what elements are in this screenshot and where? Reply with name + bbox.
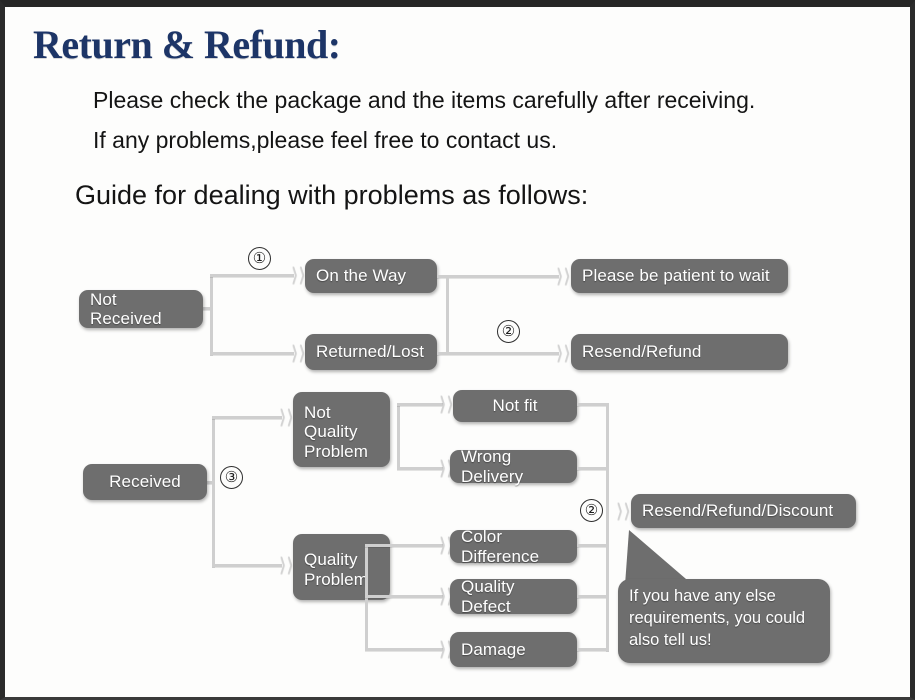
connector-received-stem (207, 481, 215, 484)
node-please-be-patient-label: Please be patient to wait (582, 266, 770, 286)
arrow-icon-to-quality-problem: ⟩⟩ (279, 554, 294, 576)
node-damage-label: Damage (461, 639, 526, 659)
intro-line-2: If any problems,please feel free to cont… (93, 127, 558, 153)
node-not-quality-problem: Not Quality Problem (293, 392, 390, 467)
speech-bubble-line-2: requirements, you could (629, 608, 806, 627)
node-quality-defect: Quality Defect (450, 577, 577, 616)
node-not-quality-problem-line-1: Not (304, 403, 331, 423)
connector-on-the-way-out (437, 275, 559, 278)
connector-to-returned-lost (210, 352, 294, 355)
node-wrong-delivery: Wrong Delivery (450, 447, 577, 486)
page-title: Return & Refund: (33, 22, 341, 67)
node-quality-defect-label: Quality Defect (461, 577, 515, 616)
node-not-fit-label: Not fit (492, 396, 538, 416)
connector-not-fit-merge (577, 403, 609, 406)
speech-bubble-line-1: If you have any else (629, 587, 776, 605)
connector-to-quality-problem (212, 564, 282, 567)
node-resend-refund-discount-label: Resend/Refund/Discount (642, 501, 834, 521)
arrow-icon-to-please-wait: ⟩⟩ (556, 265, 571, 287)
node-color-difference-label: Color Difference (461, 527, 540, 566)
arrow-icon-to-returned-lost: ⟩⟩ (291, 342, 306, 364)
connector-qp-to-damage (365, 648, 443, 651)
node-damage: Damage (450, 632, 577, 667)
node-quality-problem: Quality Problem (293, 534, 390, 600)
node-received: Received (83, 464, 207, 500)
node-quality-problem-line-1: Quality (304, 550, 358, 570)
connector-not-received-stem (203, 307, 213, 310)
node-resend-refund-discount: Resend/Refund/Discount (631, 494, 856, 528)
node-not-received: Not Received (79, 290, 203, 328)
arrow-icon-to-on-the-way: ⟩⟩ (291, 264, 306, 286)
speech-bubble-tail-icon (625, 530, 693, 585)
node-wrong-delivery-label: Wrong Delivery (461, 447, 524, 486)
connector-color-difference-merge (577, 544, 609, 547)
step-marker-2-bottom: ② (580, 499, 603, 522)
step-marker-1: ① (248, 247, 271, 270)
connector-nqp-split (397, 404, 400, 469)
node-not-received-label: Not Received (90, 289, 162, 328)
guide-heading: Guide for dealing with problems as follo… (75, 180, 589, 210)
connector-returned-lost-out (437, 352, 559, 355)
connector-quality-defect-merge (577, 595, 609, 598)
step-marker-2-top: ② (497, 320, 520, 343)
connector-not-received-split (210, 275, 213, 355)
speech-bubble: If you have any else requirements, you c… (618, 579, 830, 663)
connector-qp-to-color-difference (365, 544, 443, 547)
connector-nqp-to-not-fit (397, 403, 443, 406)
intro-line-1: Please check the package and the items c… (93, 87, 756, 113)
connector-damage-merge (577, 648, 609, 651)
step-marker-3: ③ (220, 466, 243, 489)
node-not-quality-problem-line-3: Problem (304, 441, 369, 461)
speech-bubble-line-3: also tell us! (629, 630, 712, 649)
node-on-the-way-label: On the Way (316, 266, 407, 286)
connector-to-not-quality-problem (212, 416, 282, 419)
node-received-label: Received (109, 472, 181, 492)
arrow-icon-to-resend-refund-discount: ⟩⟩ (616, 500, 631, 522)
arrow-icon-to-resend-refund: ⟩⟩ (556, 342, 571, 364)
node-not-fit: Not fit (453, 390, 577, 422)
connector-qp-to-quality-defect (365, 595, 443, 598)
arrow-icon-to-not-quality-problem: ⟩⟩ (279, 406, 294, 428)
node-not-quality-problem-line-2: Quality (304, 422, 358, 442)
connector-on-the-way-riser (446, 275, 449, 353)
arrow-icon-to-not-fit: ⟩⟩ (439, 393, 454, 415)
node-resend-refund-label: Resend/Refund (582, 342, 702, 362)
connector-nqp-to-wrong-delivery (397, 467, 443, 470)
connector-to-on-the-way (210, 274, 294, 277)
node-quality-problem-line-2: Problem (304, 569, 369, 589)
node-resend-refund: Resend/Refund (571, 334, 788, 370)
node-color-difference: Color Difference (450, 527, 577, 566)
connector-merge-bus (606, 403, 609, 651)
connector-wrong-delivery-merge (577, 467, 609, 470)
connector-received-split (212, 417, 215, 567)
node-on-the-way: On the Way (305, 259, 437, 293)
node-please-be-patient: Please be patient to wait (571, 259, 788, 293)
node-returned-lost: Returned/Lost (305, 334, 437, 370)
node-returned-lost-label: Returned/Lost (316, 342, 425, 362)
